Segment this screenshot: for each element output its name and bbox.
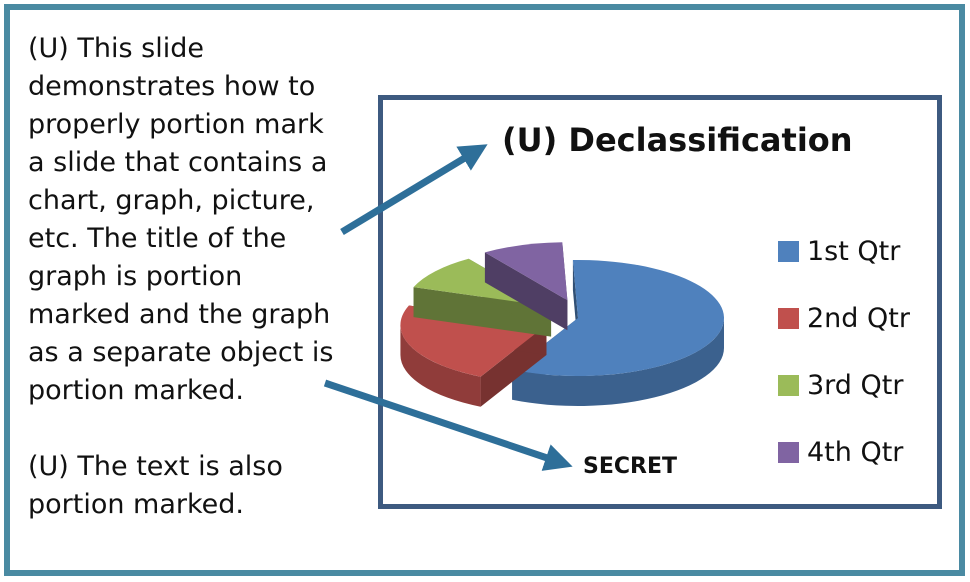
chart-legend: 1st Qtr 2nd Qtr 3rd Qtr 4th Qtr bbox=[778, 218, 928, 486]
title-pointer-arrow bbox=[340, 144, 488, 235]
graph-pointer-arrow bbox=[323, 379, 573, 471]
legend-label: 2nd Qtr bbox=[807, 303, 910, 334]
legend-swatch bbox=[778, 375, 799, 396]
legend-swatch bbox=[778, 308, 799, 329]
legend-swatch bbox=[778, 442, 799, 463]
legend-item-4: 4th Qtr bbox=[778, 419, 928, 486]
chart-title: (U) Declassification bbox=[502, 121, 853, 159]
legend-label: 1st Qtr bbox=[807, 236, 901, 267]
pie-slice-1 bbox=[512, 260, 724, 406]
legend-label: 3rd Qtr bbox=[807, 370, 904, 401]
legend-label: 4th Qtr bbox=[807, 437, 904, 468]
classification-marking: SECRET bbox=[583, 454, 677, 479]
legend-swatch bbox=[778, 241, 799, 262]
pie-slice-4 bbox=[484, 242, 568, 331]
legend-item-2: 2nd Qtr bbox=[778, 285, 928, 352]
explanation-paragraph-1: (U) This slide demonstrates how to prope… bbox=[28, 33, 334, 406]
explanation-paragraph-2: (U) The text is also portion marked. bbox=[28, 451, 283, 520]
legend-item-3: 3rd Qtr bbox=[778, 352, 928, 419]
legend-item-1: 1st Qtr bbox=[778, 218, 928, 285]
explanation-text: (U) This slide demonstrates how to prope… bbox=[28, 30, 346, 524]
